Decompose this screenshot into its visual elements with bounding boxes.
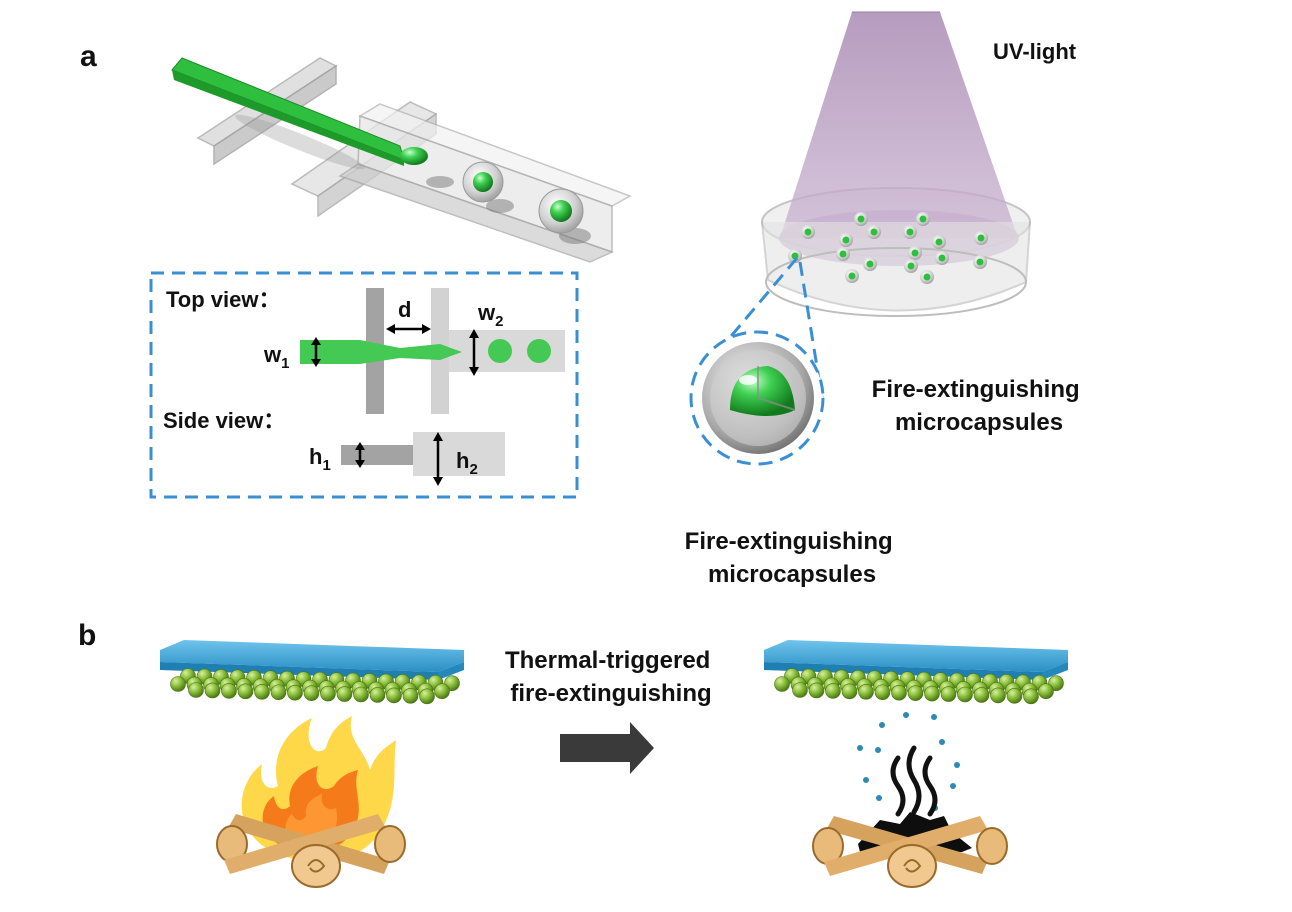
transition-arrow [560, 722, 654, 774]
microcapsule-bead [808, 682, 825, 699]
bead-layer-right [774, 668, 1064, 705]
microcapsule-bead [891, 684, 907, 701]
microcapsule-bead [237, 683, 254, 700]
microcapsule-bead [419, 688, 435, 705]
microcapsule-bead [957, 686, 973, 703]
microcapsule-label: Fire-extinguishing microcapsules [872, 376, 1087, 436]
microcapsule-bead [353, 686, 369, 703]
microfluidic-device-3d [171, 57, 632, 263]
microcapsule-bead [386, 687, 402, 704]
bead-layer-left [170, 668, 460, 705]
microcapsule-bead [336, 686, 353, 702]
microcapsule-bead [940, 686, 957, 702]
microcapsule-bead [270, 684, 287, 701]
microcapsule-bead [320, 685, 336, 702]
microcapsule-bead [1006, 688, 1023, 704]
h2-label: h2 [456, 448, 478, 478]
microcapsule-bead [369, 687, 386, 703]
panel-b-label: b [78, 619, 96, 652]
microcapsule-bead [774, 676, 790, 692]
microcapsule-bead [254, 683, 270, 700]
microcapsule-bead [188, 682, 204, 698]
microcapsule-bead [907, 685, 924, 701]
microcapsule-bead [825, 683, 841, 699]
dish-capsules [788, 212, 988, 284]
microcapsule-bead [792, 682, 808, 698]
side-view-label: Side view： [163, 408, 285, 433]
microcapsule-bead [402, 688, 419, 704]
d-label: d [398, 297, 411, 322]
caption-text: Fire-extinguishing microcapsules [685, 528, 900, 588]
microcapsule-bead [990, 687, 1006, 704]
uv-curing-setup: UV-light [714, 11, 1077, 399]
w2-label: w2 [477, 300, 503, 330]
microcapsule-bead [303, 685, 320, 701]
w1-label: w1 [263, 342, 289, 372]
microcapsule-bead [924, 685, 940, 702]
microcapsule-bead [874, 684, 891, 701]
microcapsule-zoom [689, 330, 825, 466]
microcapsule-bead [204, 682, 221, 699]
top-view-label: Top view： [166, 287, 281, 312]
microcapsule-bead [221, 683, 237, 699]
microcapsule-bead [170, 676, 186, 692]
microcapsule-bead [858, 683, 874, 700]
uv-light-label: UV-light [993, 39, 1077, 64]
transition-label: Thermal-triggered fire-extinguishing [505, 647, 717, 707]
microcapsule-bead [1038, 683, 1054, 700]
campfire-burning [216, 716, 406, 888]
microcapsule-bead [287, 684, 303, 701]
smoke-icon [890, 745, 938, 817]
channel-geometry-inset: Top view： Side view： d w1 w2 h1 [149, 271, 579, 499]
microcapsule-bead [1023, 688, 1039, 705]
microcapsule-bead [434, 683, 450, 700]
panel-a-label: a [80, 40, 97, 73]
microcapsule-bead [841, 683, 858, 700]
campfire-extinguished [812, 712, 1008, 888]
h1-label: h1 [309, 444, 331, 474]
microcapsule-bead [973, 687, 990, 703]
